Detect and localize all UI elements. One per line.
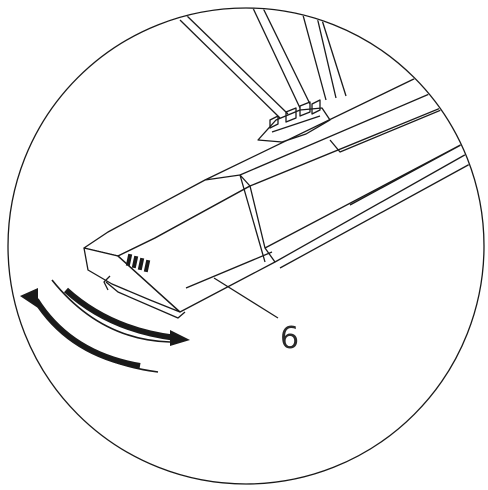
frame-tubes — [179, 9, 347, 119]
rotation-arrow-icon — [20, 279, 190, 373]
callout-number-label: 6 — [280, 321, 299, 356]
detail-circle — [7, 7, 485, 485]
end-cap — [83, 174, 276, 319]
callout-leader-line — [213, 277, 279, 319]
vent-slots-icon — [125, 253, 151, 273]
